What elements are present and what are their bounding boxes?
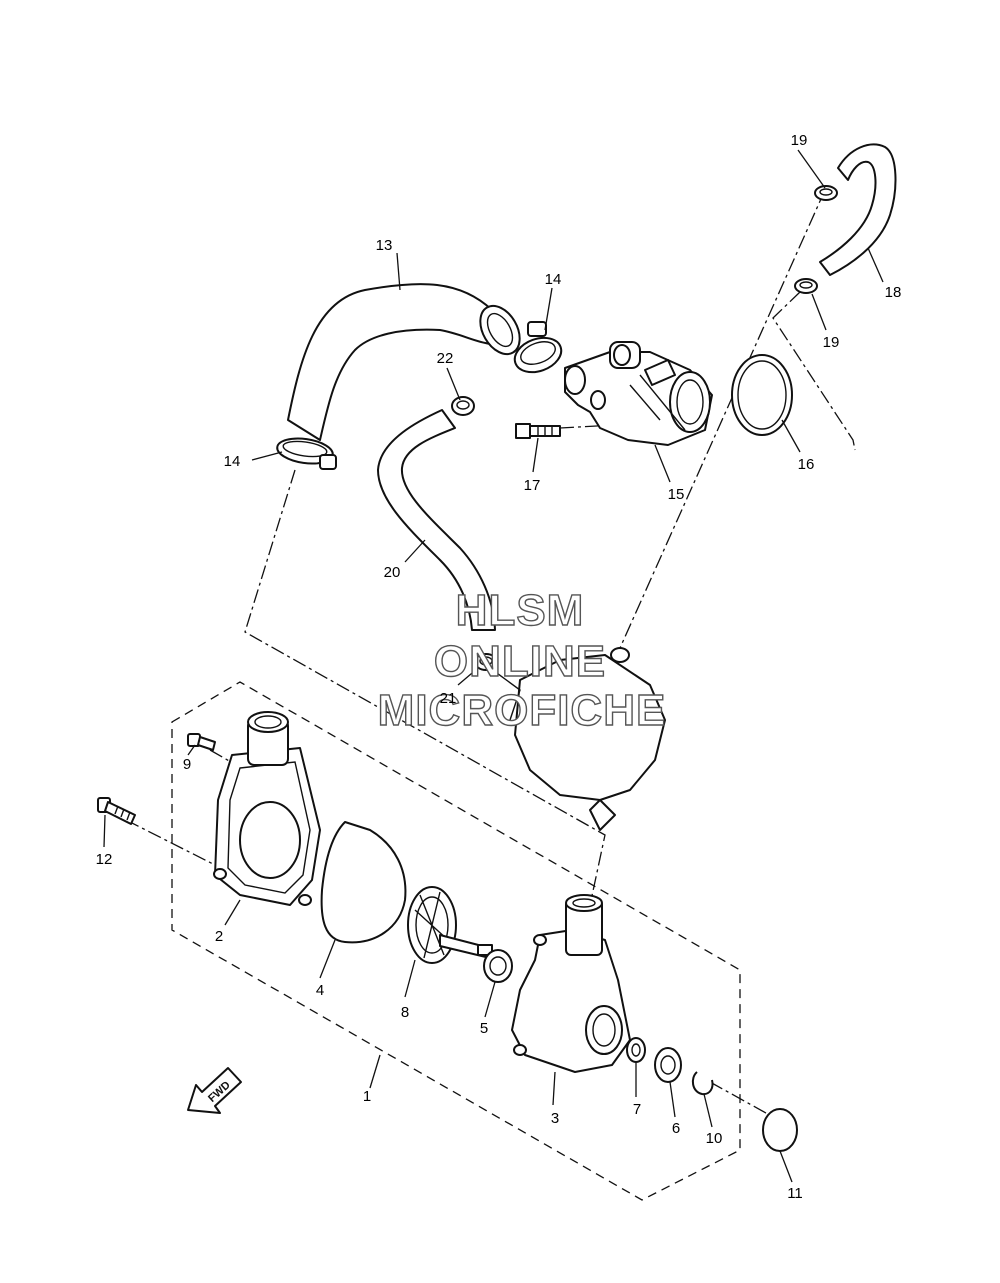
centerline-19-to-16 (772, 291, 856, 451)
callout-6: 6 (672, 1120, 680, 1137)
part-14-clamp-lower (276, 437, 337, 470)
callout-10: 10 (706, 1130, 723, 1147)
callout-16: 16 (798, 456, 815, 473)
part-10-circlip (691, 1071, 714, 1096)
centerline-19-to-cover (619, 189, 826, 649)
part-19-clamp-lower (794, 278, 818, 294)
part-8-impeller (407, 886, 493, 964)
callout-labels: 13 14 22 14 19 18 19 16 15 17 20 21 9 12… (96, 132, 902, 1202)
callout-3: 3 (551, 1110, 559, 1127)
watermark-line-2: ONLINE (434, 637, 606, 686)
callout-1: 1 (363, 1088, 371, 1105)
leader-lines (103, 149, 884, 1183)
callout-14-lower: 14 (224, 453, 241, 470)
callout-17: 17 (524, 477, 541, 494)
callout-11: 11 (787, 1185, 803, 1202)
part-20-hose (377, 409, 496, 631)
part-15-thermostat-housing (564, 341, 713, 446)
callout-7: 7 (633, 1101, 641, 1118)
part-21-clamp (474, 653, 498, 671)
part-14-clamp-upper (513, 321, 563, 374)
callout-19-upper: 19 (791, 132, 808, 149)
part-6-bearing (654, 1047, 682, 1083)
callout-13: 13 (376, 237, 393, 254)
callout-8: 8 (401, 1004, 409, 1021)
callout-12: 12 (96, 851, 113, 868)
fwd-arrow-icon: FWD (187, 1067, 242, 1114)
part-2-pump-cover (213, 711, 321, 906)
part-18-hose (819, 143, 897, 276)
callout-9: 9 (183, 756, 191, 773)
part-19-clamp-upper (814, 185, 838, 201)
callout-19-lower: 19 (823, 334, 840, 351)
callout-15: 15 (668, 486, 685, 503)
callout-20: 20 (384, 564, 401, 581)
part-16-o-ring (731, 354, 793, 436)
watermark: HLSM ONLINE MICROFICHE (377, 585, 667, 735)
callout-14-upper: 14 (545, 271, 562, 288)
callout-4: 4 (316, 982, 324, 999)
part-13-hose (287, 283, 521, 441)
callout-21: 21 (440, 690, 457, 707)
part-11-o-ring (762, 1108, 798, 1152)
centerline-12 (125, 819, 216, 866)
part-7-seal (626, 1037, 646, 1063)
callout-2: 2 (215, 928, 223, 945)
part-17-bolt (515, 423, 561, 439)
part-3-pump-body (511, 894, 631, 1073)
callout-18: 18 (885, 284, 902, 301)
callout-5: 5 (480, 1020, 488, 1037)
part-5-seal (483, 949, 513, 983)
part-4-gasket (320, 821, 407, 944)
centerline-14-to-pump (244, 469, 606, 906)
watermark-line-1: HLSM (456, 586, 585, 635)
part-12-bolt (97, 797, 136, 825)
callout-22: 22 (437, 350, 454, 367)
assembly-1-boundary (171, 681, 741, 1201)
watermark-line-3: MICROFICHE (378, 686, 667, 735)
part-22-clamp (451, 396, 475, 416)
part-9-bolt (187, 733, 216, 751)
centerline-10-11 (709, 1081, 776, 1119)
engine-cover (489, 647, 666, 831)
